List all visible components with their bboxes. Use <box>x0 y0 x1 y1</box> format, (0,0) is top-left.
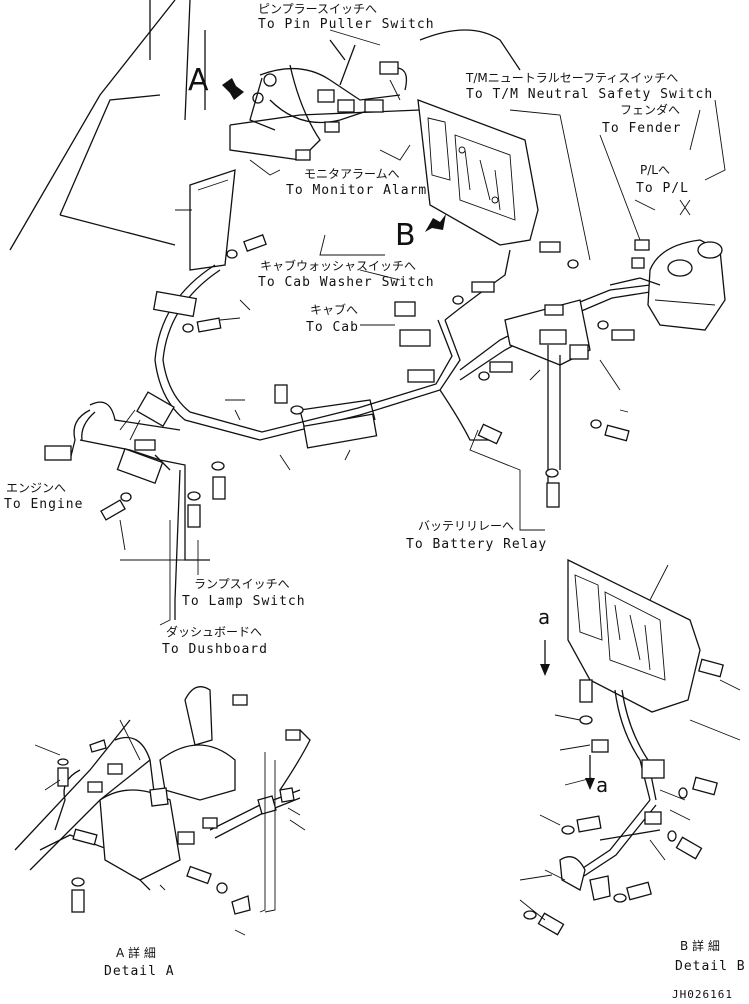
fender-en: To Fender <box>602 121 681 136</box>
bolt <box>71 877 85 913</box>
bolt <box>590 419 630 442</box>
detail-a-jp: A 詳 細 <box>116 945 156 960</box>
bolt <box>226 234 267 259</box>
view-arrow-b: B <box>395 214 446 253</box>
bolt <box>678 776 718 799</box>
detail-b-en: Detail B <box>675 959 746 974</box>
label-cab: キャブへ To Cab <box>306 302 359 335</box>
dash-jp: ダッシュボードへ <box>166 624 262 639</box>
label-cab-washer: キャブウォッシャスイッチへ To Cab Washer Switch <box>258 258 435 290</box>
detail-b-arrow-labels: a a <box>538 605 609 797</box>
monitor-jp: モニタアラームへ <box>304 167 400 181</box>
neutral-jp: T/Mニュートラルセーフティスイッチへ <box>465 71 678 85</box>
label-neutral-safety: T/Mニュートラルセーフティスイッチへ To T/M Neutral Safet… <box>465 71 713 102</box>
bolt <box>667 830 703 860</box>
detail-b-drawing <box>519 558 741 936</box>
bolt <box>478 361 513 381</box>
lamp-jp: ランプスイッチへ <box>194 577 290 591</box>
cab-jp: キャブへ <box>310 302 358 317</box>
battery-en: To Battery Relay <box>406 537 547 552</box>
label-engine: エンジンへ To Engine <box>4 481 83 512</box>
bolt <box>597 320 635 341</box>
detail-a-en: Detail A <box>104 964 175 979</box>
bolt <box>613 881 652 903</box>
bolt <box>274 384 304 415</box>
neutral-en: To T/M Neutral Safety Switch <box>466 87 713 102</box>
monitor-en: To Monitor Alarm <box>286 183 427 198</box>
label-fender: フェンダへ To Fender <box>602 102 681 136</box>
drawing-number: JH026161 <box>672 988 733 1001</box>
engine-en: To Engine <box>4 497 83 512</box>
pin-puller-jp: ピンプラースイッチへ <box>258 2 377 16</box>
bolt <box>100 492 132 521</box>
view-b-letter: B <box>395 218 416 253</box>
engine-jp: エンジンへ <box>6 481 66 495</box>
bolt <box>698 658 724 678</box>
detail-b-caption: B 詳 細 Detail B <box>675 938 746 974</box>
bolt <box>187 491 201 528</box>
bolt <box>182 317 222 333</box>
cab-en: To Cab <box>306 320 359 335</box>
panel-b <box>417 99 539 246</box>
view-arrow-a: A <box>188 63 244 100</box>
washer-en: To Cab Washer Switch <box>258 275 435 290</box>
bolt <box>579 679 593 725</box>
pl-en: To P/L <box>636 181 689 196</box>
label-monitor-alarm: モニタアラームへ To Monitor Alarm <box>286 167 427 198</box>
pin-puller-harness <box>249 39 408 161</box>
label-lamp-switch: ランプスイッチへ To Lamp Switch <box>182 577 306 609</box>
bolt <box>57 758 69 787</box>
dash-en: To Dushboard <box>162 642 268 657</box>
bolt <box>539 241 579 269</box>
washer-jp: キャブウォッシャスイッチへ <box>260 258 416 273</box>
right-components <box>504 239 726 490</box>
detail-a-caption: A 詳 細 Detail A <box>104 945 175 979</box>
detail-b-arrow-a-top: a <box>538 605 551 629</box>
label-dashboard: ダッシュボードへ To Dushboard <box>162 624 268 657</box>
battery-jp: バッテリリレーへ <box>418 519 514 533</box>
label-battery-relay: バッテリリレーへ To Battery Relay <box>406 519 547 552</box>
fender-jp: フェンダへ <box>620 102 680 117</box>
bolt <box>452 281 495 305</box>
pl-jp: P/Lへ <box>640 163 670 177</box>
bolt <box>523 910 565 936</box>
detail-a-drawing <box>14 686 311 936</box>
leader-lines <box>119 29 726 626</box>
bolt <box>186 865 228 894</box>
lamp-en: To Lamp Switch <box>182 594 306 609</box>
view-a-letter: A <box>188 63 209 98</box>
monitor-panel <box>175 169 236 271</box>
label-pin-puller: ピンプラースイッチへ To Pin Puller Switch <box>258 2 435 32</box>
bolt <box>545 468 560 508</box>
main-bolts <box>100 234 635 528</box>
pin-puller-en: To Pin Puller Switch <box>258 17 435 32</box>
detail-b-arrow-a-mid: a <box>596 773 609 797</box>
bolt <box>211 461 226 500</box>
label-pl: P/Lへ To P/L <box>636 163 689 196</box>
bolt <box>561 815 602 835</box>
detail-b-jp: B 詳 細 <box>680 938 720 953</box>
